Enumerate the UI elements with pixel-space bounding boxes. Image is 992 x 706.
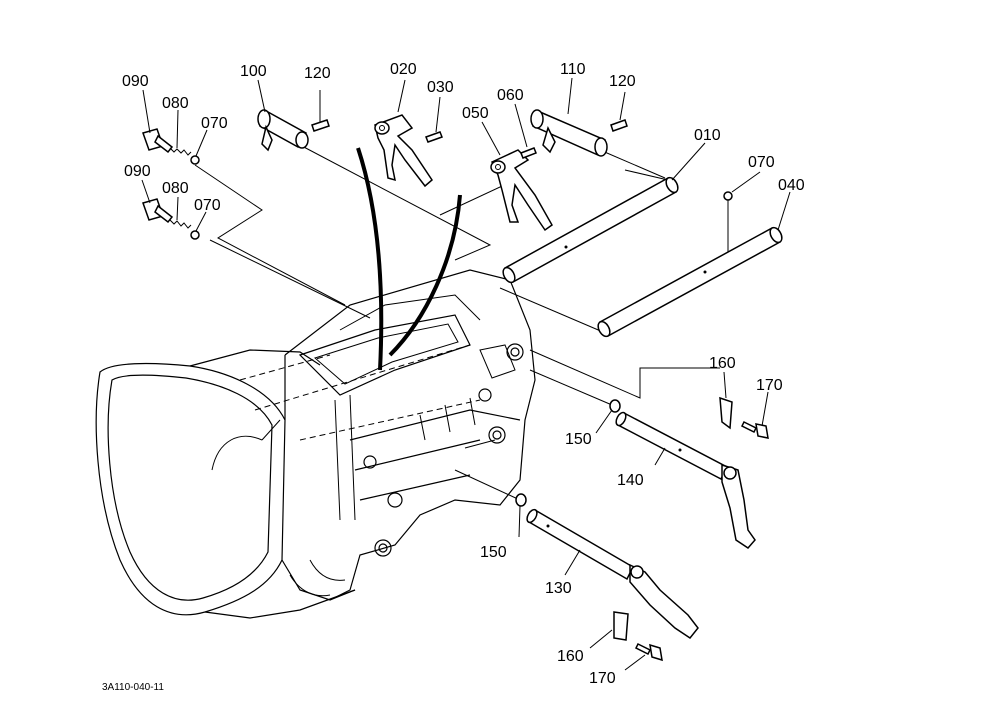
o-ring-150-a [609,399,621,413]
spring-080-b [169,219,192,229]
stopper-plate-160-a [719,396,733,430]
fork-pin-030 [425,131,443,143]
plug-090-b [142,198,174,224]
bolt-170-a [740,420,769,439]
shift-arm-110 [530,109,608,157]
bolt-170-b [634,642,663,662]
callout-leaders [141,77,791,671]
callout-160-a: 160 [709,355,736,372]
callout-080-a: 080 [162,95,189,112]
callout-070-a: 070 [201,115,228,132]
callout-040: 040 [778,177,805,194]
ball-070-a [190,155,200,165]
fork-guide-line-050 [388,194,462,357]
cross-shaft-140 [615,411,756,549]
callout-130: 130 [545,580,572,597]
callout-020: 020 [390,61,417,78]
callout-140: 140 [617,472,644,489]
cross-shaft-130 [526,508,699,640]
spring-080-a [169,147,192,156]
callout-050: 050 [462,105,489,122]
pin-120-b [610,119,628,132]
callout-070-b: 070 [194,197,221,214]
callout-150-b: 150 [480,544,507,561]
callout-170-a: 170 [756,377,783,394]
fork-guide-line-020 [356,147,384,371]
o-ring-150-b [515,493,527,507]
shift-rod-040 [597,226,783,338]
callout-110: 110 [560,61,586,78]
stopper-plate-160-b [613,611,629,641]
callout-160-b: 160 [557,648,584,665]
callout-090-b: 090 [124,163,151,180]
plug-090-a [142,128,174,154]
callout-010: 010 [694,127,721,144]
fork-pin-060 [520,147,537,159]
ball-070-c [723,191,733,201]
callout-080-b: 080 [162,180,189,197]
shift-fork-020 [374,114,433,188]
callout-170-b: 170 [589,670,616,687]
callout-030: 030 [427,79,454,96]
callout-labels: 090 080 070 090 080 070 100 120 020 030 … [122,61,805,687]
callout-100: 100 [240,63,267,80]
shift-fork-050 [490,149,553,232]
transmission-case [95,269,536,619]
pin-120-a [311,119,330,132]
callout-060: 060 [497,87,524,104]
callout-150-a: 150 [565,431,592,448]
callout-090-a: 090 [122,73,149,90]
shift-rod-010 [502,176,679,284]
callout-070-c: 070 [748,154,775,171]
callout-120-b: 120 [609,73,636,90]
drawing-code: 3A110-040-11 [102,682,164,693]
callout-120-a: 120 [304,65,331,82]
shift-arm-100 [257,109,309,152]
ball-070-b [190,230,200,240]
